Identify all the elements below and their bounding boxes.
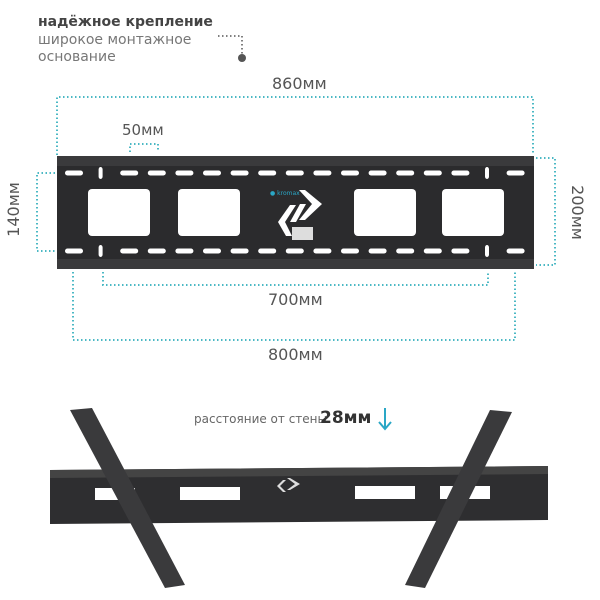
mounting-plate: ● kromax — [57, 156, 534, 269]
callout-dot — [238, 54, 246, 62]
mounting-slot — [368, 170, 387, 176]
dimension-inner-width: 700мм — [268, 290, 323, 309]
mounting-slot — [203, 170, 221, 176]
mounting-slot — [120, 248, 139, 254]
mounting-slot — [65, 170, 83, 176]
mounting-slot — [368, 248, 387, 254]
chevron-logo-icon — [278, 190, 322, 236]
mounting-slot — [285, 170, 304, 176]
mounting-slot — [396, 170, 415, 176]
feature-title: надёжное крепление — [38, 14, 213, 30]
mounting-slot — [485, 245, 489, 257]
callout-connector — [218, 35, 243, 56]
dimension-overall-width: 860мм — [272, 74, 327, 93]
bracket-perspective-photo — [50, 408, 548, 588]
mounting-slot — [230, 170, 249, 176]
dimension-lines — [36, 96, 556, 341]
mounting-slot — [341, 170, 359, 176]
mounting-slot — [147, 248, 166, 254]
mounting-slot — [423, 170, 442, 176]
mounting-slot — [65, 248, 83, 254]
mounting-slot — [485, 167, 489, 179]
mounting-slot — [396, 248, 415, 254]
wall-distance-label: расстояние от стены — [194, 412, 327, 426]
brand-logo: ● kromax — [270, 190, 300, 197]
mounting-slot — [147, 170, 166, 176]
dimension-height: 200мм — [567, 185, 587, 240]
product-label — [292, 227, 313, 240]
mounting-slot — [451, 170, 470, 176]
mounting-slot — [451, 248, 470, 254]
mounting-slot — [98, 167, 103, 179]
mounting-slot — [313, 170, 332, 176]
feature-subtitle: широкое монтажное основание — [38, 32, 192, 65]
mounting-slot — [285, 248, 304, 254]
mounting-slot — [230, 248, 249, 254]
mounting-slot — [98, 245, 103, 257]
dimension-vertical-spacing: 140мм — [3, 182, 23, 237]
mounting-slot — [313, 248, 332, 254]
mounting-slot — [506, 248, 525, 254]
mounting-slot — [203, 248, 221, 254]
mounting-slot — [120, 170, 139, 176]
wall-distance-value: 28мм — [320, 408, 372, 428]
mounting-slot — [258, 248, 277, 254]
dimension-slot-pitch: 50мм — [122, 121, 164, 139]
mounting-slot — [506, 170, 525, 176]
dimension-outer-width: 800мм — [268, 345, 323, 364]
mounting-slot — [175, 248, 194, 254]
mounting-slot — [341, 248, 359, 254]
mounting-slot — [175, 170, 194, 176]
chevron-logo-icon — [277, 478, 300, 492]
mounting-slot — [258, 170, 277, 176]
mounting-slot — [423, 248, 442, 254]
